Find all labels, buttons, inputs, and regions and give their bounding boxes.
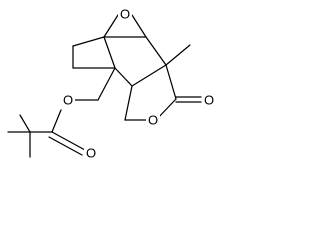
bond-bridge-o-right xyxy=(131,14,147,38)
pivalate-side-chain xyxy=(7,67,116,158)
bond-top-right xyxy=(145,36,167,66)
bond-lactone-carbonyl-carbon xyxy=(165,64,177,100)
bond-lactone-o-right xyxy=(156,98,177,120)
chemical-structure-diagram: O O O O O xyxy=(7,6,217,161)
lactone-ring-oxygen-label: O xyxy=(148,113,158,128)
bond-left-upper xyxy=(72,36,105,47)
ester-oxygen-label: O xyxy=(63,93,73,108)
lactone-carbonyl-oxygen-label: O xyxy=(204,93,214,108)
lactone-ring xyxy=(124,64,202,121)
bond-bridge-o-left xyxy=(103,14,119,38)
bicyclic-core xyxy=(72,14,167,87)
bond-tbutyl-methyl-1 xyxy=(19,114,31,133)
bridge-oxygen-label: O xyxy=(120,7,130,22)
bond-quaternary-fusion xyxy=(131,64,167,87)
ester-carbonyl-oxygen-label: O xyxy=(86,146,96,161)
bond-ring-fusion xyxy=(114,67,133,87)
bond-ch2-from-ring xyxy=(97,67,116,101)
bond-ester-double-2 xyxy=(48,136,83,156)
bond-bridgehead-down xyxy=(103,36,116,69)
bond-lactone-ch2 xyxy=(124,85,133,121)
bond-methyl xyxy=(165,44,191,66)
bond-o-to-carbonyl xyxy=(51,109,62,133)
bond-ester-double-1 xyxy=(51,131,86,151)
atom-labels: O O O O O xyxy=(61,6,217,161)
